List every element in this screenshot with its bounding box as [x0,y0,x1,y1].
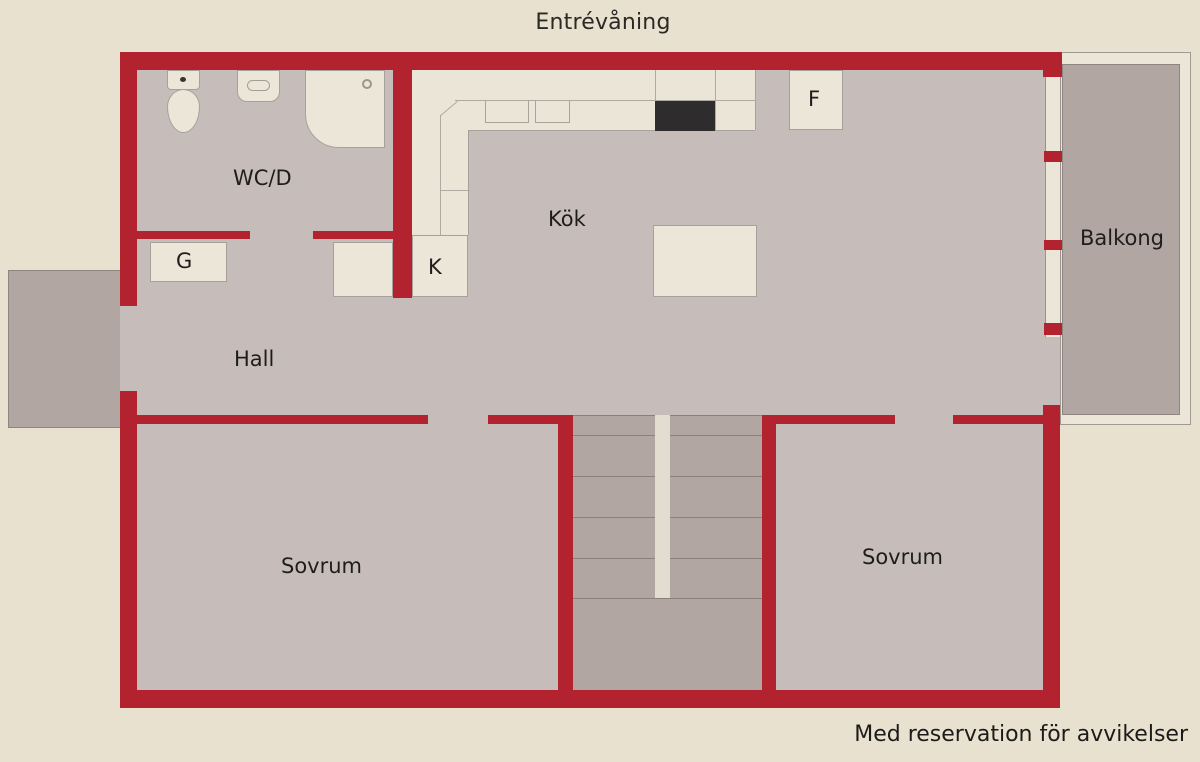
counter-edge [468,130,755,131]
bedroom-left-label: Sovrum [281,554,363,578]
wc-sink-basin [247,80,270,91]
wall-left-upper [120,52,137,306]
entrance-porch [8,270,122,428]
fixture-f[interactable] [789,70,843,130]
fixture-g-label: G [176,249,193,273]
window-right [1045,77,1061,337]
storage-cabinet[interactable] [333,242,393,297]
kitchen-sink-icon [485,100,529,123]
floor-title: Entrévåning [535,10,671,35]
counter-divider [655,70,656,130]
disclaimer-text: Med reservation för avvikelser [854,722,1188,747]
shower-drain-icon [362,79,372,89]
wall-stair-left [558,415,573,695]
wall-stair-right [762,415,776,695]
wall-bedroom-right-top-a [762,415,895,424]
fixture-k-label: K [428,255,442,279]
counter-edge [755,70,756,130]
balcony-area[interactable] [1062,64,1180,415]
kitchen-island[interactable] [653,225,757,297]
wc-sink-icon [237,70,280,102]
balcony-label: Balkong [1080,226,1165,250]
stair-handrail [655,415,670,598]
wall-wc-bottom-right [313,231,395,239]
wall-top [120,52,1062,70]
fixture-k[interactable] [412,235,468,297]
counter-edge [468,130,469,235]
bedroom-right-label: Sovrum [862,545,944,569]
counter-front-line [440,115,441,235]
fixture-f-label: F [808,87,821,111]
wall-right-top [1043,52,1062,77]
counter-front-line [455,100,755,101]
toilet-bowl-icon [167,89,200,133]
wall-wc-kitchen [393,52,412,298]
wc-label: WC/D [233,166,292,190]
wall-left-lower [120,391,137,708]
shower-icon [305,70,385,148]
window-mullion [1044,323,1062,335]
kitchen-label: Kök [548,207,586,231]
window-mullion [1044,151,1062,162]
counter-divider [715,70,716,130]
window-mullion [1044,240,1062,250]
hall-label: Hall [234,347,275,371]
counter-divider [440,190,468,191]
wall-bottom [120,690,1060,708]
wall-wc-bottom-left [137,231,250,239]
stove-icon [655,101,715,131]
stair-step [573,598,762,599]
kitchen-sink-icon [535,100,570,123]
toilet-hole [180,77,186,82]
wall-right-lower [1043,405,1060,708]
wall-bedroom-right-top-b [953,415,1045,424]
wall-bedroom-left-top-b [488,415,573,424]
fixture-g[interactable] [150,242,227,282]
wall-bedroom-left-top-a [137,415,428,424]
